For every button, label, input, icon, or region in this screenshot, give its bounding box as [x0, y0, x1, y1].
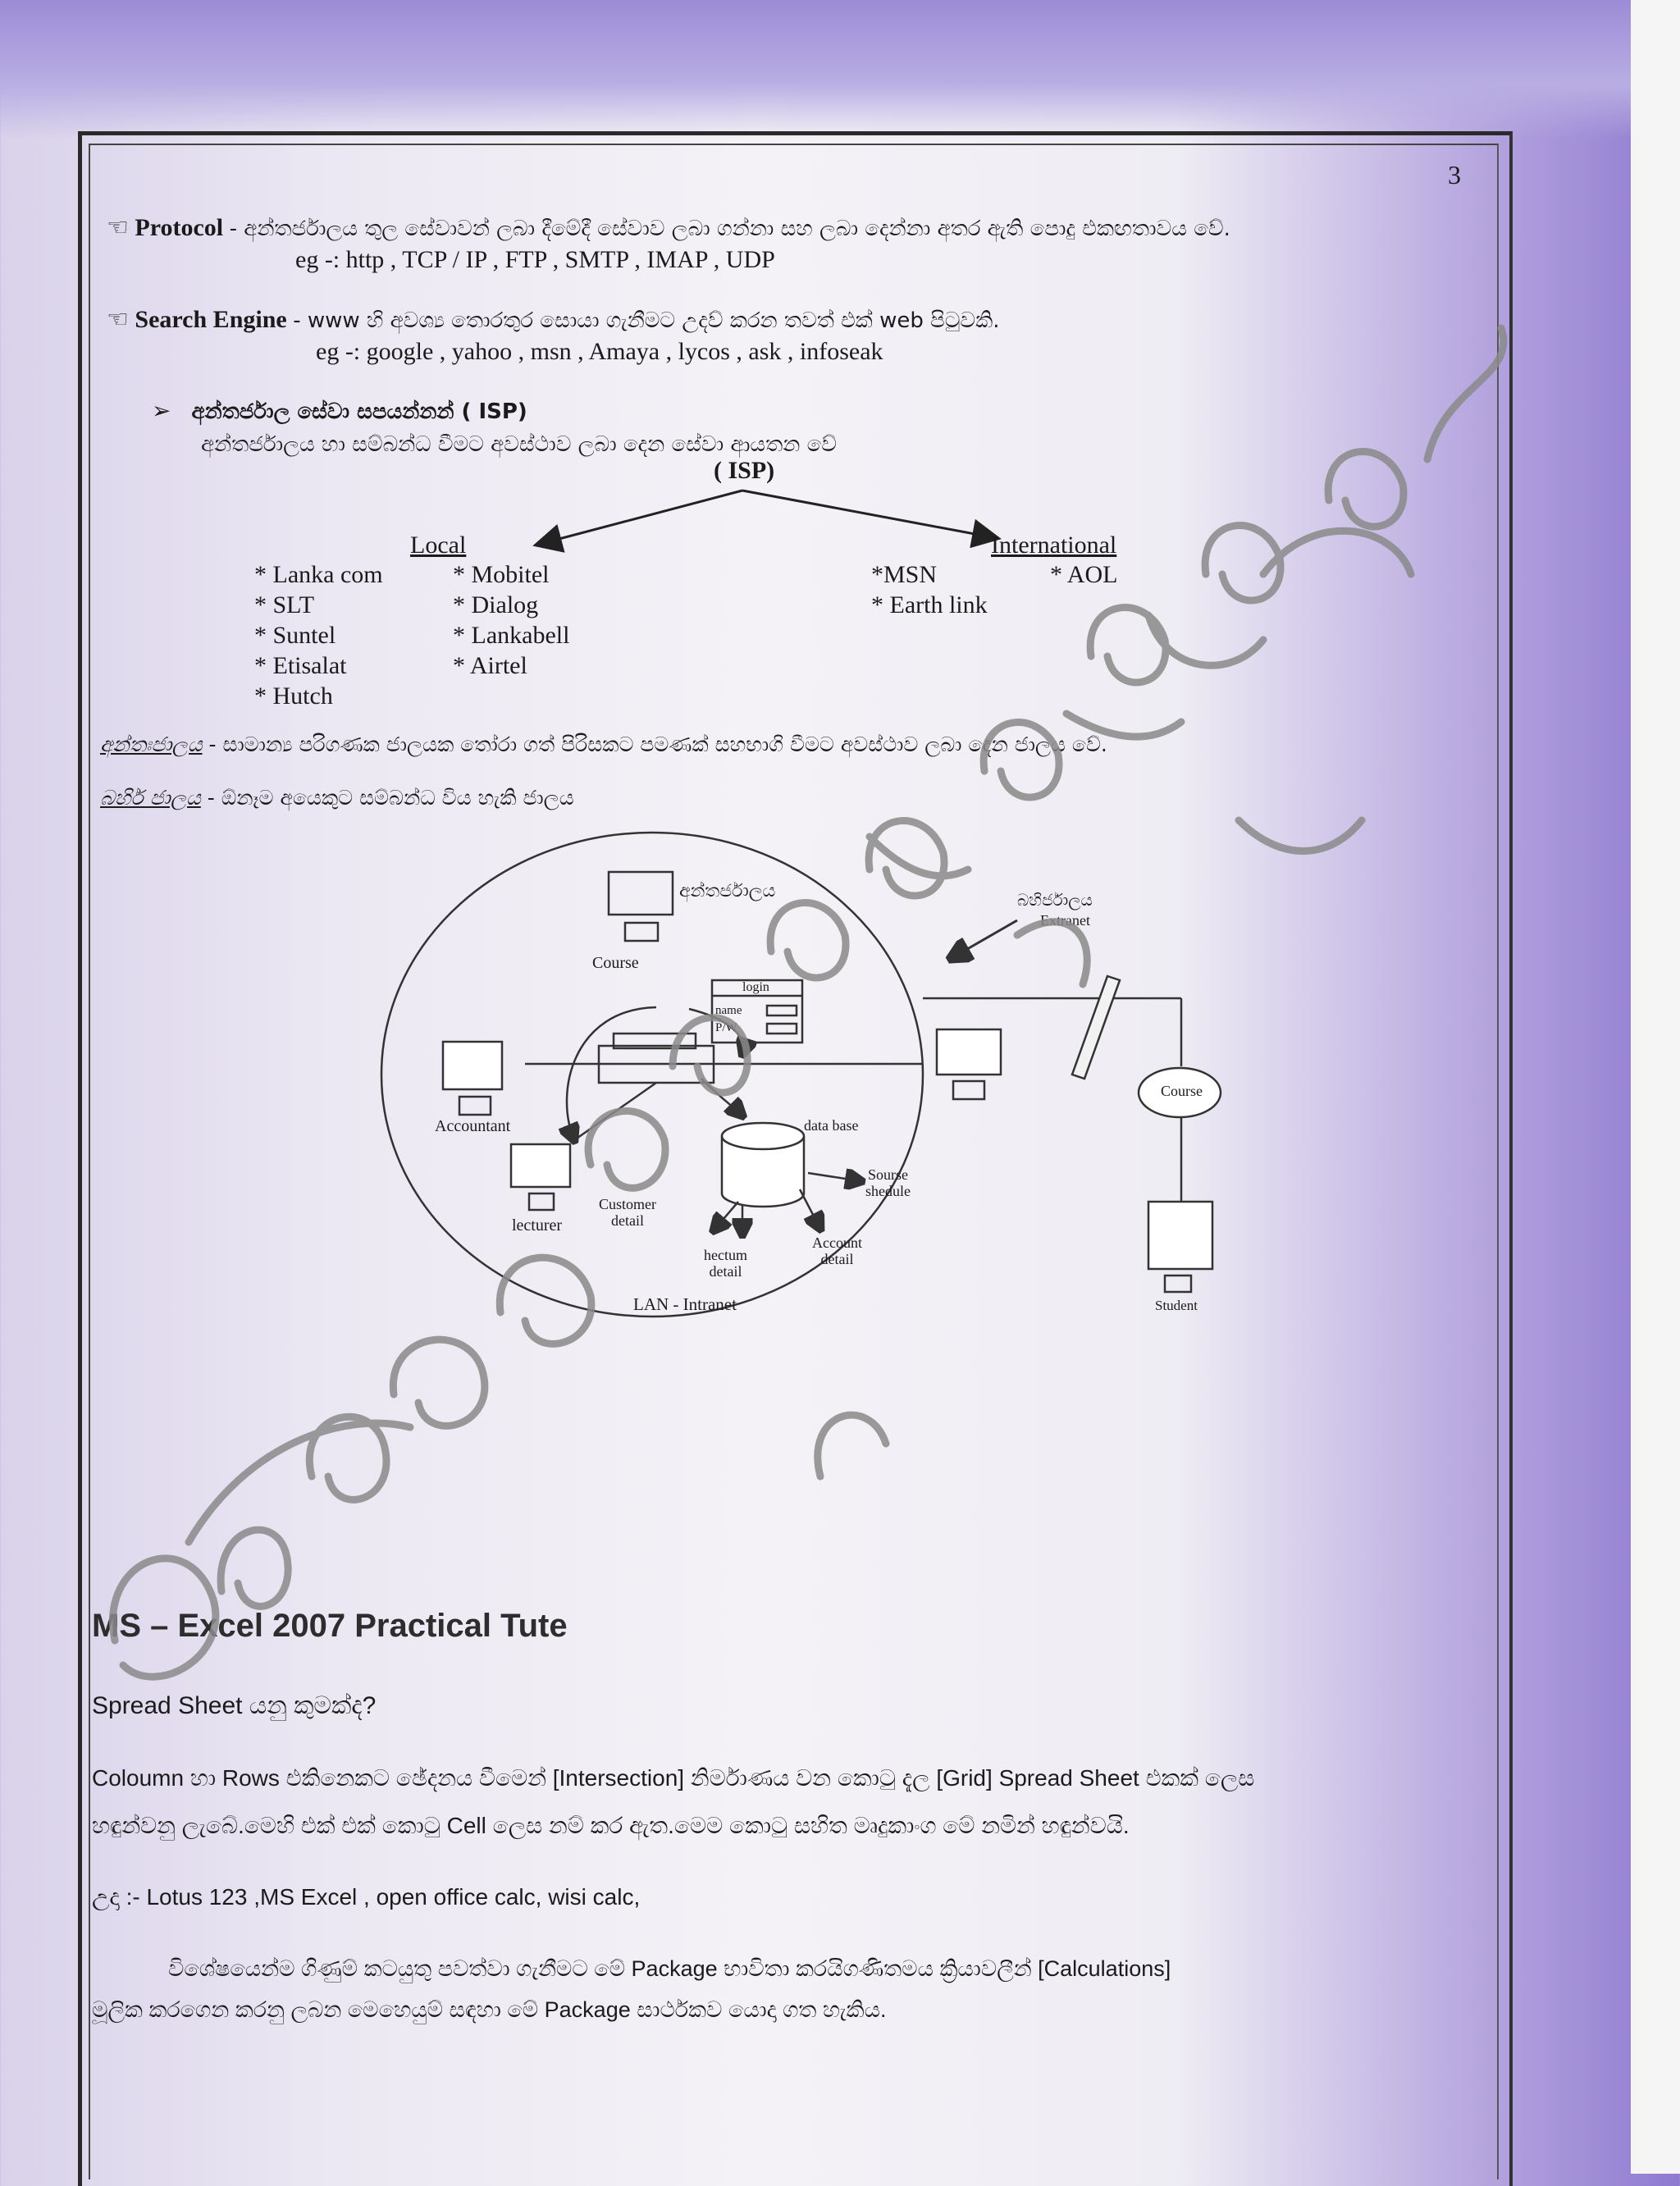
extranet-term: බහිර් ජාලය [100, 786, 201, 810]
isp-item: * Lankabell [453, 622, 570, 649]
isp-root-label: ( ISP) [714, 457, 775, 484]
diagram-text: Sourse [867, 1166, 908, 1183]
diagram-text: hectum [704, 1247, 747, 1263]
excel-para2-line1: විශේෂයෙන්ම ගිණුම් කටයුතු පවත්වා ගැනීමට ම… [168, 1956, 1171, 1981]
diagram-text: Customer [599, 1196, 656, 1212]
course-oval [1137, 1066, 1222, 1119]
firewall [1071, 974, 1121, 1080]
isp-description: අන්තර්ජාලය හා සම්බන්ධ වීමට අවස්ථාව ලබා ද… [201, 432, 838, 457]
protocol-term: Protocol [135, 214, 224, 241]
diagram-text: detail [820, 1251, 854, 1267]
protocol-example: eg -: http , TCP / IP , FTP , SMTP , IMA… [295, 246, 775, 273]
isp-item: * Suntel [254, 622, 336, 649]
isp-item: *MSN [871, 561, 938, 588]
excel-title: MS – Excel 2007 Practical Tute [92, 1608, 568, 1644]
extranet-definition: - ඕනෑම අයෙකුට සම්බන්ධ විය හැකි ජාලය [207, 786, 574, 810]
lecturer-computer-monitor [509, 1143, 572, 1189]
diagram-login-pw: P/W [715, 1021, 737, 1034]
isp-item: * Lanka com [254, 561, 383, 588]
diagram-text: detail [709, 1263, 742, 1280]
isp-item: * Dialog [453, 591, 539, 618]
isp-heading-row: ➢ අන්තර්ජාල සේවා සපයන්නන් ( ISP) [152, 397, 527, 425]
isp-item: * Mobitel [453, 561, 550, 588]
intranet-definition-row: අන්තඃජාලය - සාමාන්‍ය පරිගණක ජාලයක තෝරා ග… [100, 732, 1107, 757]
diagram-extranet-en: Extranet [1040, 912, 1090, 929]
page-number: 3 [1448, 160, 1461, 189]
isp-local-list-1: * Lanka com * SLT * Suntel * Etisalat * … [254, 559, 383, 711]
page-border [78, 131, 1513, 2186]
diagram-account-detail: Account detail [812, 1234, 862, 1267]
isp-local-label: Local [410, 532, 467, 559]
diagram-login-name: name [715, 1004, 742, 1017]
lan-ellipse [380, 831, 924, 1318]
diagram-database: data base [804, 1117, 859, 1134]
isp-item: * Earth link [871, 591, 988, 618]
protocol-definition: - අන්තර්ජාලය තුල සේවාවන් ලබා දීමේදී සේවා… [229, 217, 1230, 241]
extranet-computer-monitor [935, 1028, 1002, 1076]
search-engine-example: eg -: google , yahoo , msn , Amaya , lyc… [316, 338, 883, 365]
isp-item: * AOL [1050, 561, 1118, 588]
accountant-computer-monitor [441, 1040, 504, 1091]
hand-pointer-icon: ☜ [107, 214, 129, 241]
excel-example: උදා :- Lotus 123 ,MS Excel , open office… [92, 1884, 641, 1910]
excel-question: Spread Sheet යනු කුමක්ද? [92, 1692, 377, 1719]
excel-para2-line2: මූලික කරගෙන කරනු ලබන මෙහෙයුම් සඳහා මේ Pa… [92, 1997, 887, 2022]
isp-heading: අන්තර්ජාල සේවා සපයන්නන් ( ISP) [191, 399, 527, 424]
hand-pointer-icon: ☜ [107, 306, 129, 333]
diagram-accountant: Accountant [435, 1117, 511, 1135]
excel-para1-line2: හඳුන්වනු ලැබේ.මෙහි එක් එක් කොටු Cell ලෙස… [92, 1813, 1130, 1838]
isp-item: * SLT [254, 591, 315, 618]
internet-computer-monitor [607, 870, 674, 916]
isp-intl-list-1: *MSN * Earth link [871, 559, 988, 620]
search-engine-definition: - www හි අවශ්‍ය තොරතුර සොයා ගැනීමට උදව් … [293, 308, 1000, 333]
intranet-term: අන්තඃජාලය [100, 732, 203, 756]
diagram-lecturer: lecturer [512, 1216, 563, 1234]
diagram-course-schedule: Sourse shedule [865, 1166, 911, 1199]
isp-international-label: International [991, 532, 1117, 559]
diagram-internet-label: අන්තර්ජාලය [679, 881, 776, 901]
diagram-course-oval-label: Course [1161, 1083, 1203, 1099]
diagram-text: Account [812, 1234, 862, 1251]
scan-shadow-top [0, 0, 1680, 139]
isp-item: * Hutch [254, 682, 333, 710]
diagram-course-label: Course [592, 954, 639, 972]
isp-intl-list-2: * AOL [1050, 559, 1118, 590]
diagram-lan-label: LAN - Intranet [633, 1294, 737, 1314]
diagram-student: Student [1155, 1298, 1198, 1313]
extranet-definition-row: බහිර් ජාලය - ඕනෑම අයෙකුට සම්බන්ධ විය හැක… [100, 786, 574, 810]
scan-margin-right [1631, 0, 1680, 2174]
intranet-definition: - සාමාන්‍ය පරිගණක ජාලයක තෝරා ගත් පිරිසකට… [208, 732, 1107, 756]
student-computer-monitor [1147, 1200, 1214, 1271]
database-cylinder [720, 1136, 806, 1208]
isp-local-list-2: * Mobitel * Dialog * Lankabell * Airtel [453, 559, 569, 681]
diagram-extranet-si: බහිර්ජාලය [1017, 890, 1093, 910]
diagram-text: shedule [865, 1183, 911, 1199]
page-border-inner [89, 144, 1499, 2179]
search-engine-section: ☜ Search Engine - www හි අවශ්‍ය තොරතුර ස… [107, 305, 999, 334]
diagram-login-title: login [742, 980, 769, 994]
protocol-section: ☜ Protocol - අන්තර්ජාලය තුල සේවාවන් ලබා … [107, 213, 1230, 242]
isp-item: * Airtel [453, 652, 527, 679]
diagram-customer-detail: Customer detail [599, 1196, 656, 1229]
isp-item: * Etisalat [254, 652, 347, 679]
diagram-return-detail: hectum detail [704, 1247, 747, 1280]
diagram-text: detail [611, 1212, 644, 1229]
arrow-bullet-icon: ➢ [152, 399, 171, 424]
search-engine-term: Search Engine [135, 306, 287, 333]
excel-para1-line1: Coloumn හා Rows එකිනෙකට ඡේදනය වීමෙන් [In… [92, 1765, 1255, 1791]
